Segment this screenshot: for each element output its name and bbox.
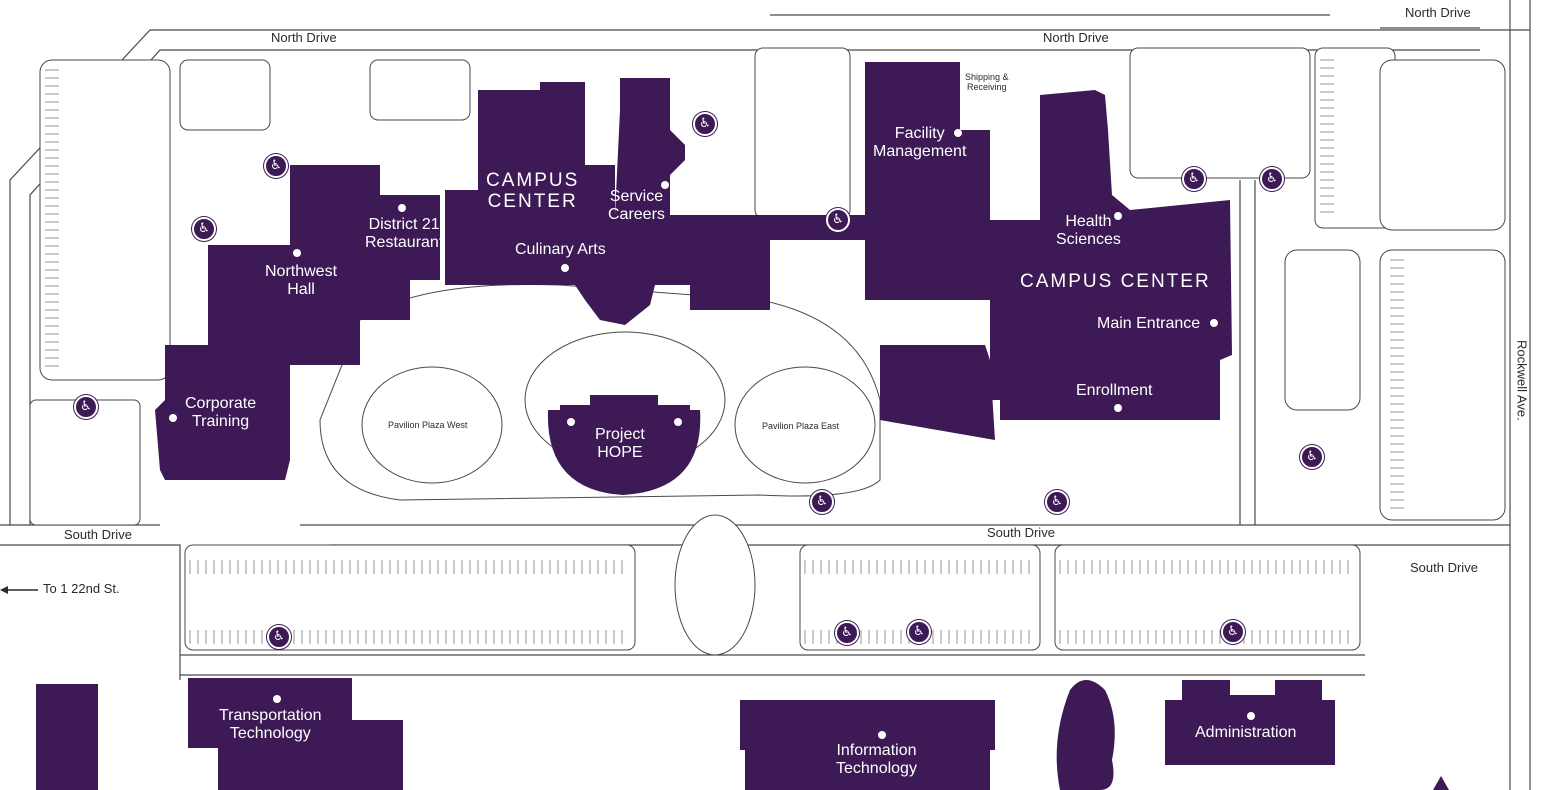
corporate-training-building (155, 345, 290, 480)
south-drive-label: South Drive (64, 527, 132, 542)
service-careers-building (615, 78, 685, 215)
entrance-dots (169, 129, 1255, 739)
lot-north-4 (1129, 47, 1311, 179)
wheelchair-icon: ♿ (693, 112, 717, 136)
lot-sw (184, 544, 636, 651)
main-entrance-label: Main Entrance (1097, 315, 1201, 332)
left-arrow-icon (0, 586, 38, 594)
shipping-receiving-label: Shipping & Receiving (965, 72, 1009, 93)
administration-label: Administration (1195, 724, 1297, 741)
wheelchair-icon: ♿ (835, 621, 859, 645)
project-hope-dot-right (674, 418, 682, 426)
pavilion-west-area (361, 366, 503, 484)
north-drive-label: North Drive (1043, 30, 1109, 45)
rockwell-ave-road (1509, 0, 1531, 790)
pavilion-east-area (734, 366, 876, 484)
plaza-walkways (319, 283, 881, 656)
north-drive-label: North Drive (1405, 5, 1471, 20)
culinary-arts-label: Culinary Arts (515, 241, 606, 258)
enrollment-label: Enrollment (1076, 382, 1153, 399)
service-careers-label: Service Careers (608, 188, 665, 223)
northwest-hall-label: Northwest Hall (265, 263, 338, 298)
main-entrance-dot (1210, 319, 1218, 327)
wheelchair-icon: ♿ (264, 154, 288, 178)
corporate-training-dot (169, 414, 177, 422)
north-drive-label: North Drive (271, 30, 337, 45)
district21-dot (398, 204, 406, 212)
ft-salon-label: FT Salon (800, 268, 865, 285)
lot-north-3 (754, 47, 851, 219)
wheelchair-icon: ♿ (826, 208, 850, 232)
wheelchair-icon: ♿ (1300, 445, 1324, 469)
health-sciences-dot (1114, 212, 1122, 220)
rockwell-ave-label: Rockwell Ave. (1514, 340, 1530, 421)
south-drive-label: South Drive (987, 525, 1055, 540)
lot-north-1 (179, 59, 271, 131)
northwest-hall-dot (293, 249, 301, 257)
project-hope-label: Project HOPE (595, 426, 645, 461)
lot-sc (799, 544, 1041, 651)
facility-management-label: Facility Management (873, 125, 967, 160)
to-122nd-label: To 1 22nd St. (43, 581, 120, 596)
district21-label: District 21 Restaurant (365, 216, 444, 251)
wheelchair-icon: ♿ (1045, 490, 1069, 514)
north-drive-right-road (770, 14, 1480, 29)
wheelchair-icon: ♿ (1182, 167, 1206, 191)
roundabout (674, 514, 756, 656)
wheelchair-icon: ♿ (267, 625, 291, 649)
transportation-technology-label: Transportation Technology (219, 707, 322, 742)
facility-management-building (770, 62, 990, 300)
buildings (36, 62, 1449, 790)
enrollment-wing-building (880, 345, 995, 440)
pond (1056, 680, 1115, 790)
administration-dot (1247, 712, 1255, 720)
south-drive-label: South Drive (1410, 560, 1478, 575)
campus-center-east-label: CAMPUS CENTER (1020, 271, 1211, 292)
health-sciences-label: Health Sciences (1056, 213, 1121, 248)
service-road (180, 654, 1365, 676)
lot-east-2 (1284, 249, 1361, 411)
campus-center-west-building (445, 82, 770, 325)
corporate-training-label: Corporate Training (185, 395, 257, 430)
lot-north-2 (369, 59, 471, 121)
wheelchair-icon: ♿ (74, 395, 98, 419)
information-technology-annex (745, 740, 990, 790)
administration-building (1165, 680, 1335, 765)
east-connector (1239, 180, 1256, 525)
parking-lots (29, 47, 1506, 651)
project-hope-building (547, 395, 701, 495)
transportation-technology-annex (218, 720, 403, 790)
lot-se (1054, 544, 1361, 651)
facility-management-dot (954, 129, 962, 137)
lot-east-3 (1379, 59, 1506, 231)
ft-salon-dot (831, 252, 839, 260)
transportation-technology-dot (273, 695, 281, 703)
wheelchair-icon: ♿ (810, 490, 834, 514)
outbuilding-southwest (36, 684, 98, 790)
campus-center-east-building (990, 90, 1232, 420)
pavilion-plaza-west-label: Pavilion Plaza West (388, 420, 468, 430)
service-careers-dot (661, 181, 669, 189)
campus-center-west-label: CAMPUS CENTER (486, 170, 580, 213)
information-technology-label: Information Technology (836, 742, 917, 777)
lot-east-1 (1379, 249, 1506, 521)
project-hope-dot-left (567, 418, 575, 426)
wheelchair-icon: ♿ (1221, 620, 1245, 644)
north-arrow-icon (1433, 776, 1449, 790)
pavilion-plaza-east-label: Pavilion Plaza East (762, 421, 840, 431)
culinary-arts-dot (561, 264, 569, 272)
wheelchair-icon: ♿ (192, 217, 216, 241)
northwest-hall-building (208, 165, 440, 370)
information-technology-dot (878, 731, 886, 739)
enrollment-dot (1114, 404, 1122, 412)
wheelchair-icon: ♿ (1260, 167, 1284, 191)
wheelchair-icon: ♿ (907, 620, 931, 644)
parking-stalls (45, 59, 1404, 644)
lot-west (39, 59, 171, 381)
